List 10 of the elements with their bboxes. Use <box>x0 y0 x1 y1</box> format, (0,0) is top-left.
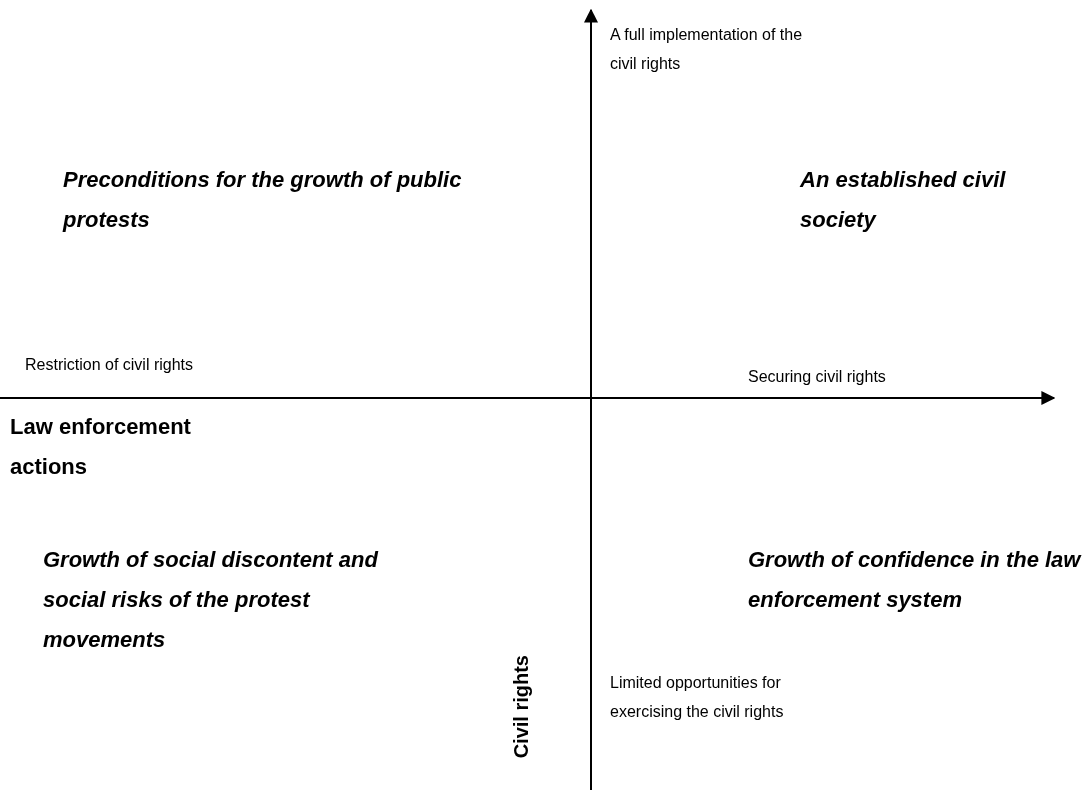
axis-title: Civil rights <box>510 655 533 759</box>
axis-end-label: A full implementation of the civil rights <box>610 25 804 74</box>
quadrant-label: Growth of confidence in the law enforcement system <box>748 546 1083 614</box>
quadrant-label: Growth of social discontent and social risks of the protest movements <box>43 546 380 654</box>
axis-title: Law enforcement actions <box>10 413 192 481</box>
quadrant-label: An established civil society <box>800 166 1007 234</box>
quadrant-label: Preconditions for the growth of public protests <box>63 166 463 234</box>
axis-end-label: Limited opportunities for exercising the civil rights <box>610 673 785 722</box>
axis-end-label: Securing civil rights <box>748 367 887 387</box>
axis-end-label: Restriction of civil rights <box>25 355 195 375</box>
